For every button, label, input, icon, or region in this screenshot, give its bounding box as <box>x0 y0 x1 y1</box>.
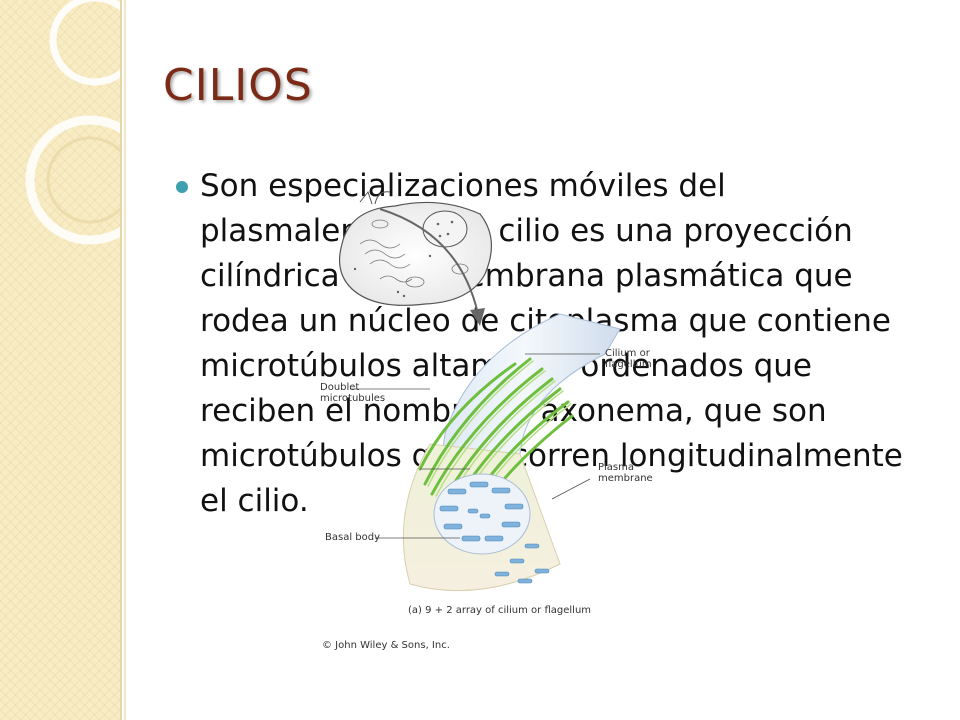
divider-line <box>124 0 126 720</box>
leader-lines <box>350 353 600 539</box>
label-cilium: Cilium or flagellum <box>605 348 652 370</box>
cell-sketch <box>339 190 493 306</box>
cilium-figure: Cilium or flagellum Doublet microtubules… <box>320 184 653 660</box>
slide-title: CILIOS <box>163 60 313 111</box>
cilium-illustration <box>339 190 621 592</box>
label-plasma: Plasma membrane <box>598 462 653 484</box>
cilium-tube <box>402 313 621 592</box>
zoom-arrow <box>379 208 479 315</box>
label-doublet: Doublet microtubules <box>320 382 386 404</box>
figure-copyright: © John Wiley & Sons, Inc. <box>322 640 450 651</box>
decorative-side-band <box>0 0 122 720</box>
decorative-rings <box>25 0 120 245</box>
figure-caption: (a) 9 + 2 array of cilium or flagellum <box>408 605 592 616</box>
label-basal: Basal body <box>325 532 381 543</box>
bullet-icon <box>176 181 188 193</box>
